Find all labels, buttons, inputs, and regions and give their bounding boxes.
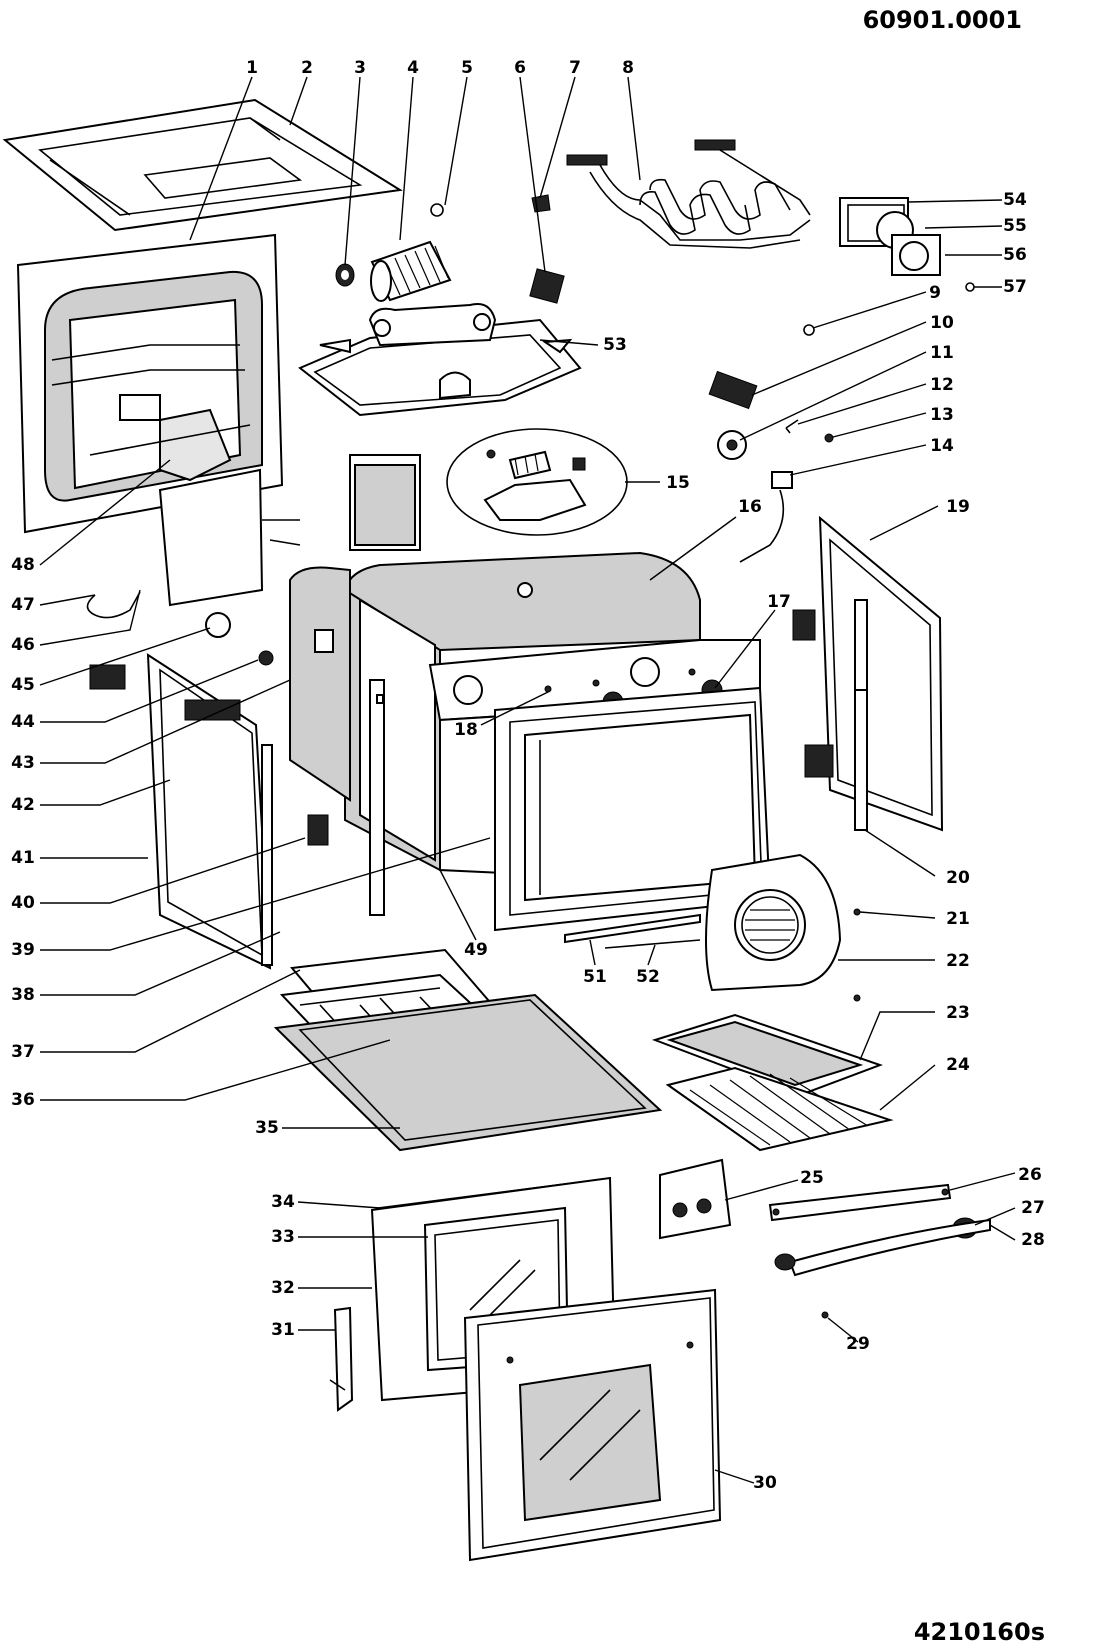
part-label: 19 [946, 497, 970, 517]
part-7-clip [531, 194, 551, 213]
part-label: 9 [929, 283, 941, 303]
part-label: 39 [11, 940, 35, 960]
part-label: 30 [753, 1473, 777, 1493]
part-26-handle-bracket [768, 1183, 952, 1222]
part-3-nut [335, 263, 355, 287]
part-label: 42 [11, 795, 35, 815]
part-labels: 1 2 3 4 5 6 7 8 9 10 11 12 13 14 15 16 1… [11, 58, 1045, 1493]
part-label: 12 [930, 375, 954, 395]
part-11-thermostat [717, 430, 747, 460]
part-10-terminal-block [708, 370, 758, 410]
part-label: 34 [271, 1192, 295, 1212]
part-label: 25 [800, 1168, 824, 1188]
part-label: 10 [930, 313, 954, 333]
part-label: 1 [246, 58, 258, 78]
part-label: 5 [461, 58, 473, 78]
part-54-56-motor-assembly [839, 197, 941, 276]
part-label: 3 [354, 58, 366, 78]
part-53-fan-housing [298, 303, 582, 417]
part-41-side-rail-left [146, 653, 329, 970]
part-51-52-lower-strips [564, 913, 701, 949]
part-label: 45 [11, 675, 35, 695]
part-label: 41 [11, 848, 35, 868]
part-18-front-frame [439, 686, 772, 932]
part-label: 44 [11, 712, 35, 732]
part-label: 23 [946, 1003, 970, 1023]
part-30-outer-door-glass [463, 1288, 722, 1562]
part-57-washer [965, 282, 975, 292]
part-label: 31 [271, 1320, 295, 1340]
part-label: 37 [11, 1042, 35, 1062]
part-label: 52 [636, 967, 660, 987]
part-38-side-panel [289, 566, 351, 802]
part-label: 21 [946, 909, 970, 929]
part-label: 27 [1021, 1198, 1045, 1218]
part-label: 18 [454, 720, 478, 740]
part-label: 36 [11, 1090, 35, 1110]
diagram-code-top: 60901.0001 [863, 6, 1022, 34]
part-12-bulb [785, 419, 799, 434]
part-label: 8 [622, 58, 634, 78]
part-35-baking-tray [273, 993, 663, 1152]
part-label: 29 [846, 1334, 870, 1354]
part-13-lamp [824, 433, 834, 443]
part-label: 14 [930, 436, 954, 456]
part-label: 7 [569, 58, 581, 78]
part-label: 57 [1003, 277, 1027, 297]
part-label: 48 [11, 555, 35, 575]
part-9-screw [803, 324, 815, 336]
part-label: 22 [946, 951, 970, 971]
part-29-screw [821, 1311, 829, 1319]
part-label: 20 [946, 868, 970, 888]
part-28-door-handle [774, 1218, 991, 1277]
part-label: 56 [1003, 245, 1027, 265]
part-5-screw [430, 203, 444, 217]
part-label: 13 [930, 405, 954, 425]
part-label: 6 [514, 58, 526, 78]
part-label: 15 [666, 473, 690, 493]
part-label: 51 [583, 967, 607, 987]
part-label: 26 [1018, 1165, 1042, 1185]
part-label: 47 [11, 595, 35, 615]
part-label: 55 [1003, 216, 1027, 236]
part-25-hinge [659, 1158, 732, 1240]
part-4-fan-motor [370, 240, 452, 302]
part-label: 24 [946, 1055, 970, 1075]
part-2-top-cover [2, 98, 403, 232]
part-label: 54 [1003, 190, 1027, 210]
part-label: 32 [271, 1278, 295, 1298]
part-15-inset-fan-detail [446, 428, 628, 536]
part-44-45-46-47-48-components [86, 454, 421, 690]
part-label: 46 [11, 635, 35, 655]
part-22-fan-cover [705, 853, 861, 1002]
part-label: 28 [1021, 1230, 1045, 1250]
part-1-back-panel [16, 233, 284, 534]
part-23-filter [651, 1013, 883, 1097]
diagram-code-bottom: 4210160s [914, 1618, 1045, 1646]
part-label: 40 [11, 893, 35, 913]
part-label: 38 [11, 985, 35, 1005]
part-24-grid [665, 1066, 894, 1152]
part-label: 49 [464, 940, 488, 960]
leader-lines [39, 76, 1016, 1484]
part-20-shelf-guide [854, 689, 868, 831]
part-6-fan-bracket [529, 268, 565, 304]
part-label: 33 [271, 1227, 295, 1247]
part-14-probe [739, 471, 793, 563]
part-8-heating-elements [566, 139, 811, 249]
part-label: 53 [603, 335, 627, 355]
part-label: 16 [738, 497, 762, 517]
part-39-49-door-brackets [369, 679, 385, 916]
part-label: 2 [301, 58, 313, 78]
part-label: 17 [767, 592, 791, 612]
part-label: 11 [930, 343, 954, 363]
part-label: 4 [407, 58, 419, 78]
part-label: 43 [11, 753, 35, 773]
part-31-door-hinge-side [329, 1306, 354, 1412]
part-label: 35 [255, 1118, 279, 1138]
